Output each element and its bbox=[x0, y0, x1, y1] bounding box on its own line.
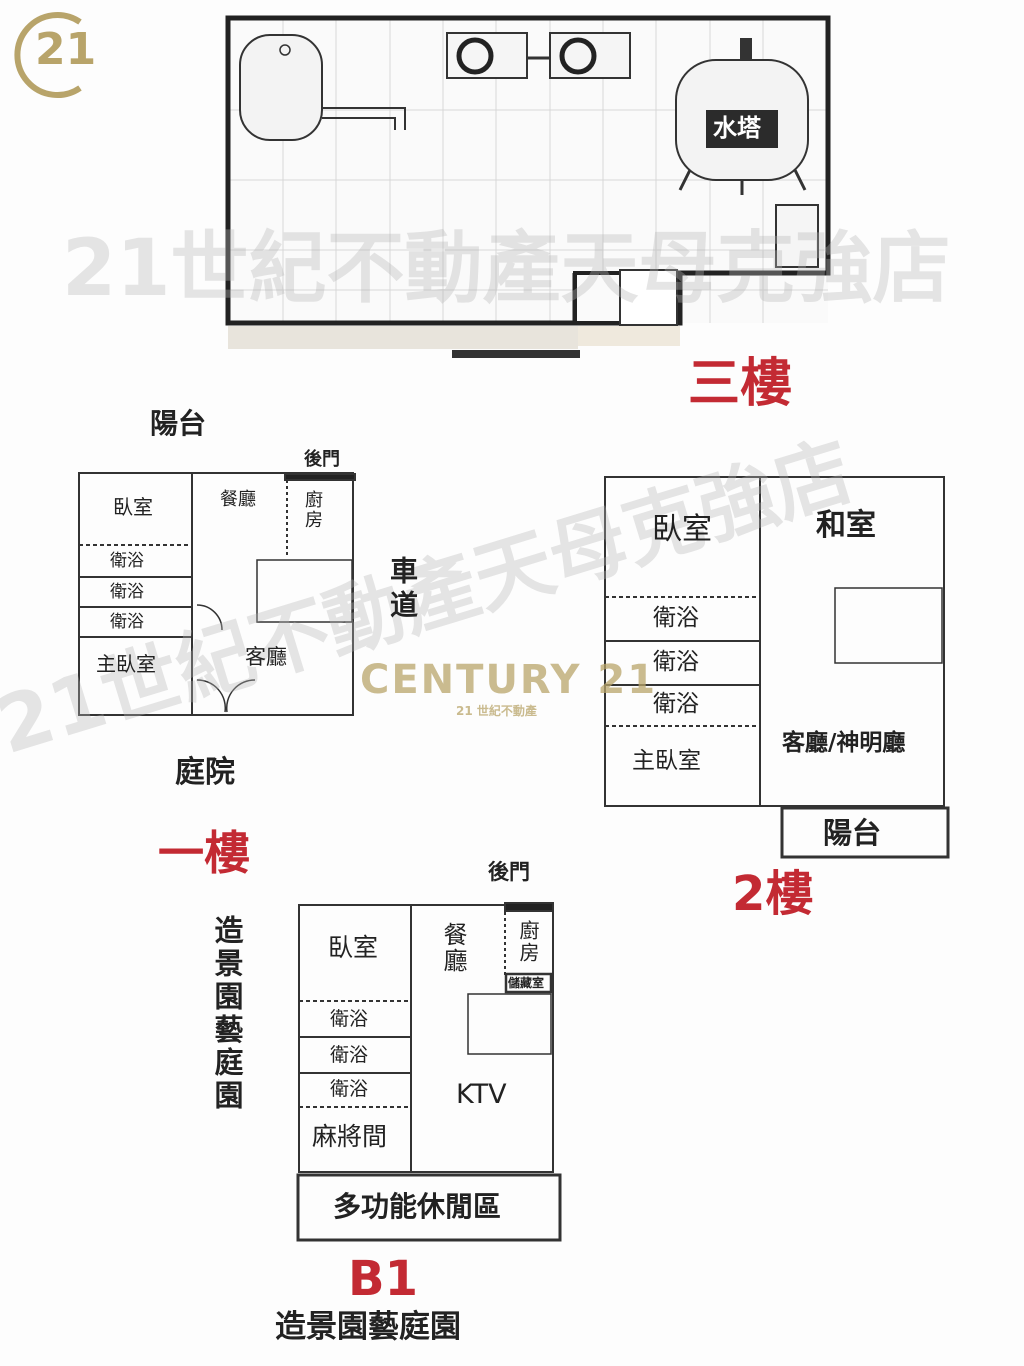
watermark-brand-sub: 21 世紀不動產 bbox=[456, 704, 537, 718]
water-tower-label: 水塔 bbox=[713, 114, 761, 142]
f1-bedroom: 臥室 bbox=[113, 495, 153, 519]
f1-bath-3: 衛浴 bbox=[110, 612, 144, 632]
f1-bath-2: 衛浴 bbox=[110, 582, 144, 602]
b1-plan bbox=[296, 902, 562, 1242]
b1-ktv: KTV bbox=[456, 1079, 507, 1110]
f1-bath-1: 衛浴 bbox=[110, 551, 144, 571]
watermark-brand: CENTURY 21 bbox=[360, 657, 658, 703]
b1-bath-3: 衛浴 bbox=[330, 1078, 369, 1100]
century21-logo bbox=[14, 12, 82, 98]
floor1-title: 一樓 bbox=[158, 826, 250, 880]
f1-yard: 庭院 bbox=[175, 755, 235, 790]
f2-living: 客廳/神明廳 bbox=[782, 730, 906, 756]
rooftop-plan bbox=[225, 15, 831, 358]
f1-master-bedroom: 主臥室 bbox=[96, 652, 156, 676]
watermark-top: 21世紀不動產天母克強店 bbox=[62, 224, 951, 314]
b1-bedroom: 臥室 bbox=[328, 933, 379, 962]
b1-dining: 餐廳 bbox=[439, 922, 467, 974]
f1-kitchen: 廚房 bbox=[302, 490, 323, 530]
b1-bath-1: 衛浴 bbox=[330, 1008, 369, 1030]
f2-bath-3: 衛浴 bbox=[653, 691, 699, 717]
b1-mahjong: 麻將間 bbox=[312, 1122, 388, 1151]
b1-kitchen: 廚房 bbox=[516, 920, 540, 964]
f1-back-door: 後門 bbox=[304, 449, 340, 470]
b1-garden-bottom: 造景園藝庭園 bbox=[275, 1309, 461, 1345]
b1-garden-side: 造景園藝庭園 bbox=[210, 915, 244, 1113]
f2-bath-2: 衛浴 bbox=[653, 649, 699, 675]
b1-back-door: 後門 bbox=[488, 860, 530, 884]
f2-japanese-room: 和室 bbox=[816, 508, 876, 543]
floor2-title: 2樓 bbox=[732, 866, 814, 922]
f1-living: 客廳 bbox=[245, 645, 287, 669]
logo-text: 21 bbox=[35, 24, 97, 75]
b1-title: B1 bbox=[348, 1251, 418, 1307]
f2-bath-1: 衛浴 bbox=[653, 605, 699, 631]
floor3-title: 三樓 bbox=[688, 354, 793, 414]
b1-storage: 儲藏室 bbox=[508, 976, 545, 990]
b1-multi-purpose: 多功能休閒區 bbox=[333, 1190, 502, 1223]
f1-dining: 餐廳 bbox=[220, 489, 256, 510]
f1-balcony: 陽台 bbox=[150, 407, 207, 440]
floor1-plan bbox=[78, 472, 356, 716]
floor2-plan bbox=[604, 476, 950, 859]
b1-bath-2: 衛浴 bbox=[330, 1044, 369, 1066]
f1-driveway: 車道 bbox=[386, 556, 419, 624]
f2-master-bedroom: 主臥室 bbox=[632, 748, 701, 774]
f2-balcony: 陽台 bbox=[823, 816, 882, 850]
f2-bedroom: 臥室 bbox=[652, 512, 712, 547]
